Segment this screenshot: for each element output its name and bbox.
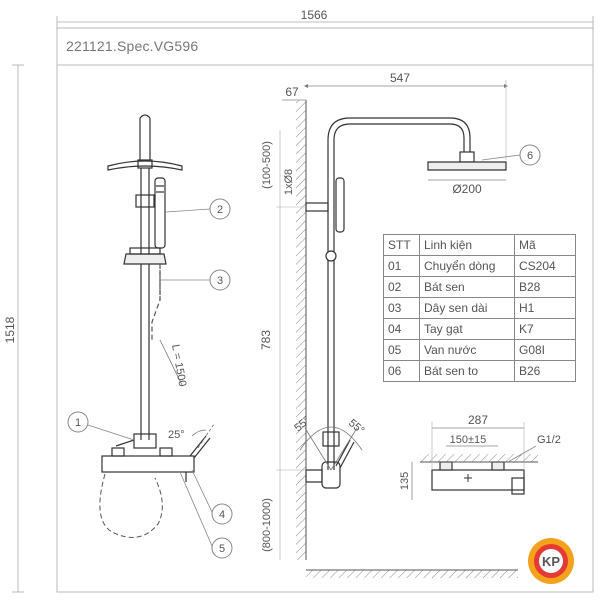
front-hand-shower bbox=[154, 177, 166, 249]
table-row: 01 Chuyển dòng CS204 bbox=[383, 255, 576, 277]
side-swing-arc bbox=[299, 426, 363, 451]
side-view bbox=[305, 117, 507, 489]
callout-1: 1 bbox=[67, 411, 135, 441]
swing-angle-left: 55° bbox=[292, 414, 312, 434]
mixer-height-label: (800-1000) bbox=[261, 498, 273, 552]
front-diverter bbox=[133, 433, 157, 449]
callout-2: 2 bbox=[165, 198, 231, 220]
slider-range-label: (100-500) bbox=[261, 141, 273, 189]
svg-text:KP: KP bbox=[542, 554, 560, 569]
svg-text:4: 4 bbox=[219, 509, 225, 521]
table-row: 03 Dây sen dài H1 bbox=[383, 297, 576, 319]
mixer-thread-label: G1/2 bbox=[537, 434, 561, 446]
header-code: Mã bbox=[514, 234, 576, 256]
arm-reach-label: 547 bbox=[390, 71, 410, 85]
total-width-label: 1566 bbox=[301, 8, 328, 22]
mixer-centers-label: 150±15 bbox=[450, 434, 487, 446]
front-slider-collar bbox=[135, 194, 155, 208]
callout-4: 4 bbox=[191, 469, 233, 525]
parts-table: STT Linh kiện Mã 01 Chuyển dòng CS204 02… bbox=[383, 234, 576, 382]
total-height-label: 1518 bbox=[3, 316, 17, 343]
hose-length-dim bbox=[159, 339, 183, 386]
side-slider-knob bbox=[325, 250, 337, 262]
header-part: Linh kiện bbox=[419, 234, 515, 256]
svg-text:3: 3 bbox=[217, 275, 223, 287]
table-row: 06 Bát sen to B26 bbox=[383, 360, 576, 382]
mixer-wall-hatch bbox=[420, 454, 538, 462]
parts-table-header: STT Linh kiện Mã bbox=[383, 234, 576, 256]
drawing-frame bbox=[56, 27, 594, 593]
svg-text:1: 1 bbox=[75, 417, 81, 429]
floor-hatch bbox=[306, 570, 518, 578]
front-shower-head bbox=[107, 160, 183, 171]
front-hose-loop bbox=[99, 473, 163, 538]
table-row: 02 Bát sen B28 bbox=[383, 276, 576, 298]
hose-holder-label: 1xØ8 bbox=[283, 169, 295, 195]
front-slider-bracket bbox=[123, 253, 167, 265]
callout-5: 5 bbox=[179, 471, 233, 559]
front-mixer-body bbox=[101, 455, 195, 473]
side-wall-bracket bbox=[305, 202, 329, 212]
mixer-detail bbox=[431, 461, 525, 495]
callout-6: 6 bbox=[481, 144, 541, 166]
lever-angle-label: 25° bbox=[168, 429, 185, 441]
callout-3: 3 bbox=[160, 269, 231, 291]
side-mixer bbox=[305, 469, 323, 483]
mixer-width-label: 287 bbox=[468, 413, 488, 427]
side-arm bbox=[327, 117, 471, 152]
front-top-cap bbox=[139, 114, 151, 119]
side-hand-shower bbox=[335, 177, 345, 233]
side-wall-hatch bbox=[296, 100, 306, 560]
wall-offset-label: 67 bbox=[285, 85, 299, 99]
svg-text:5: 5 bbox=[219, 543, 225, 555]
swing-angle-right: 55° bbox=[346, 417, 366, 437]
mixer-depth-label: 135 bbox=[399, 472, 411, 490]
side-shower-head bbox=[427, 161, 507, 171]
drawing-title: 221121.Spec.VG596 bbox=[66, 38, 199, 54]
table-row: 04 Tay gạt K7 bbox=[383, 318, 576, 340]
pipe-height-label: 783 bbox=[259, 330, 273, 350]
hose-length-label: L = 1500 bbox=[169, 343, 188, 387]
head-diameter-label: Ø200 bbox=[452, 182, 482, 196]
front-view bbox=[101, 114, 211, 482]
mixer-detail-body bbox=[431, 469, 525, 491]
svg-text:2: 2 bbox=[217, 204, 223, 216]
kp-logo: KP bbox=[528, 538, 574, 584]
table-row: 05 Van nước G08I bbox=[383, 339, 576, 361]
header-stt: STT bbox=[383, 234, 420, 256]
svg-text:6: 6 bbox=[527, 150, 533, 162]
front-hose bbox=[151, 264, 161, 340]
